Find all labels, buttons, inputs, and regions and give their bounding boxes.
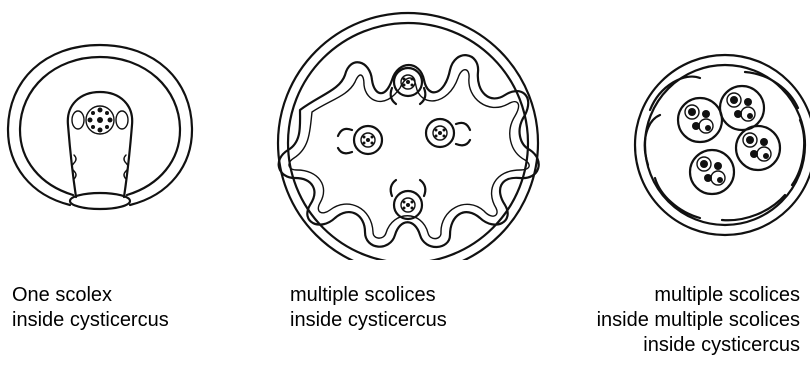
cyst-inner-wall <box>20 57 180 195</box>
daughter-cyst-cluster <box>678 86 780 194</box>
scolex-left <box>338 126 382 154</box>
caption-single-scolex: One scolex inside cysticercus <box>12 283 169 333</box>
figure-nested-scolices <box>635 55 810 235</box>
caption-line: inside cysticercus <box>597 333 800 358</box>
figure-multiple-scolices <box>278 13 539 260</box>
cysticercus-diagrams <box>0 0 810 260</box>
scolex-right <box>426 119 470 147</box>
caption-line: multiple scolices <box>290 283 447 308</box>
caption-multiple-scolices: multiple scolices inside cysticercus <box>290 283 447 333</box>
scolex-top <box>391 68 426 104</box>
caption-line: inside multiple scolices <box>597 308 800 333</box>
sucker-right <box>116 111 128 129</box>
caption-line: inside cysticercus <box>290 308 447 333</box>
daughter-cyst-4 <box>690 150 734 194</box>
scolex-bottom <box>391 180 426 219</box>
figure-single-scolex <box>8 45 192 209</box>
cyst-outer-wall <box>635 55 810 235</box>
daughter-cyst-2 <box>720 86 764 130</box>
sucker-left <box>72 111 84 129</box>
daughter-cyst-3 <box>736 126 780 170</box>
caption-line: multiple scolices <box>597 283 800 308</box>
daughter-cyst-1 <box>678 98 722 142</box>
caption-nested-scolices: multiple scolices inside multiple scolic… <box>597 283 800 358</box>
cyst-outer-wall <box>8 45 192 205</box>
cyst-opening <box>70 193 130 209</box>
caption-line: One scolex <box>12 283 169 308</box>
caption-line: inside cysticercus <box>12 308 169 333</box>
